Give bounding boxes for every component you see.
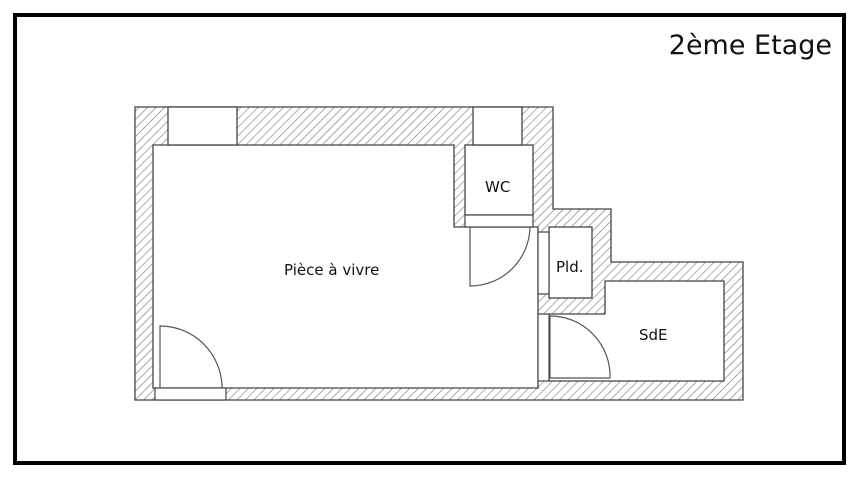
wc-door-swing [469, 226, 531, 287]
door-openings [154, 214, 550, 401]
window-wc [472, 106, 523, 146]
wc-inner [464, 144, 534, 216]
room-label-bathroom: SdE [639, 326, 668, 344]
closet-inner [548, 226, 593, 299]
walls [134, 106, 744, 401]
bath-door-opening [537, 313, 550, 382]
bath-door-swing [549, 315, 611, 379]
door-swings [159, 226, 611, 389]
windows [167, 106, 523, 146]
room-label-closet: Pld. [556, 258, 584, 276]
floor-title: 2ème Etage [668, 30, 832, 61]
entry-door-swing [159, 325, 223, 389]
room-label-living: Pièce à vivre [284, 261, 380, 279]
room-label-wc: WC [485, 178, 511, 196]
entry-door-opening [154, 387, 227, 401]
wc-door-opening [464, 214, 534, 228]
window-left [167, 106, 238, 146]
closet-door-opening [537, 231, 550, 295]
